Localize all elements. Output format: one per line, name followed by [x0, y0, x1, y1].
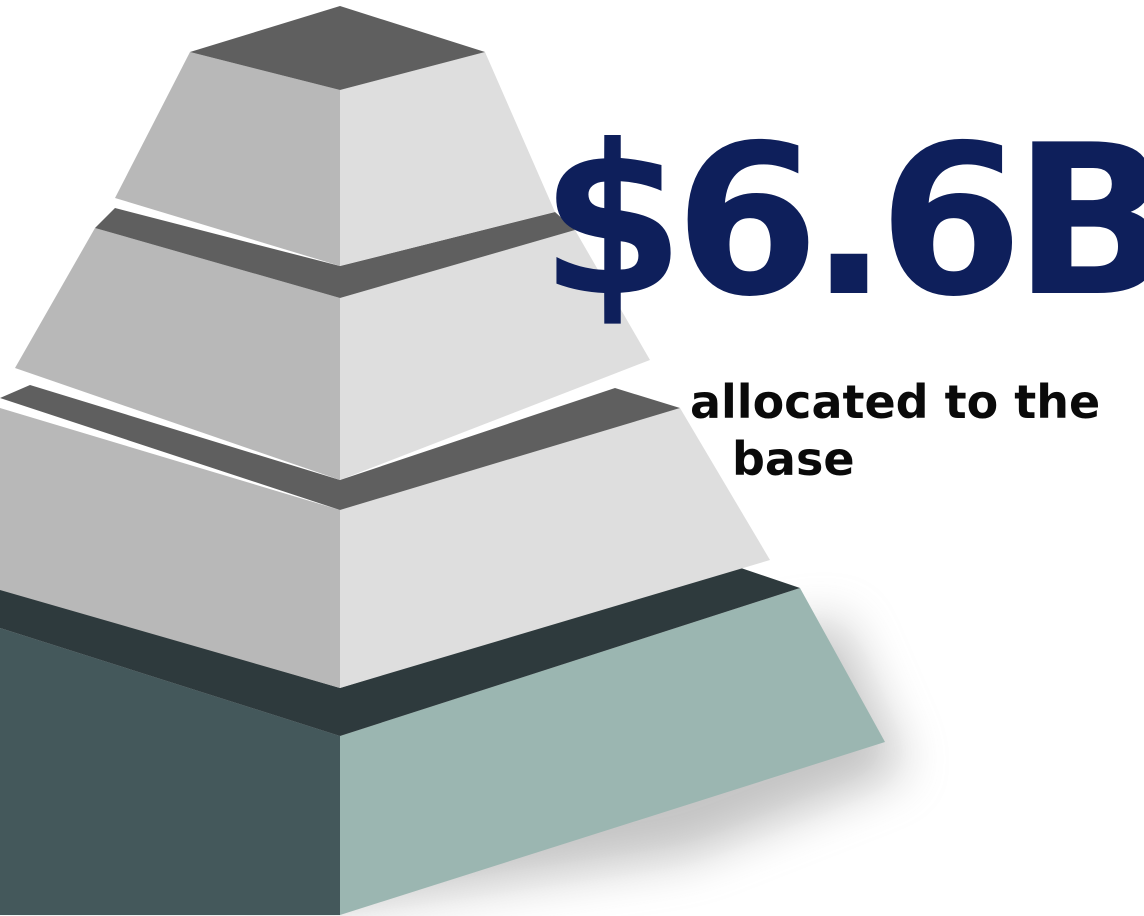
tier-top-left-face	[115, 52, 340, 266]
caption-text: allocated to the base	[690, 374, 1140, 488]
tier-3-right-face	[340, 408, 770, 688]
tier-2-left-face	[15, 228, 340, 480]
tier-2-top-face	[95, 208, 575, 298]
tier-top-right-face	[340, 52, 555, 266]
tier-3-left-face	[0, 408, 340, 688]
tier-base-right-face	[340, 588, 885, 915]
tier-top-top-face	[190, 6, 485, 90]
tier-2-right-face	[340, 230, 650, 480]
tier-3-top-face	[0, 385, 680, 510]
headline-amount: $6.6B	[540, 101, 1144, 343]
pyramid-tier-3	[0, 385, 770, 688]
pyramid-tier-2	[15, 208, 650, 480]
caption-line-2: base	[732, 432, 855, 486]
caption-line-1: allocated to the	[690, 375, 1101, 429]
pyramid-tier-top	[115, 6, 555, 266]
tier-base-left-face	[0, 628, 340, 915]
